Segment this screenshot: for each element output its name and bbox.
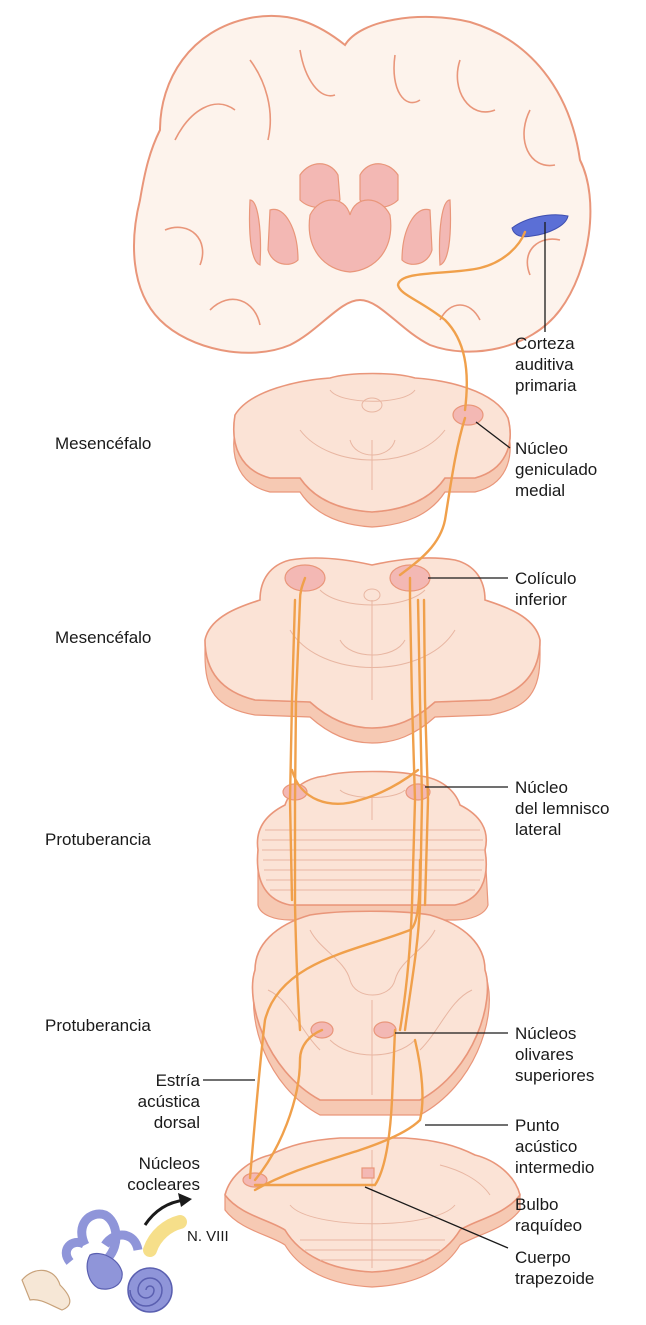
vestibulocochlear-nerve bbox=[150, 1222, 180, 1250]
label-line: acústica bbox=[110, 1091, 200, 1112]
label-line: Punto bbox=[515, 1115, 594, 1136]
label-line: primaria bbox=[515, 375, 576, 396]
label-line: raquídeo bbox=[515, 1215, 582, 1236]
label-line: Estría bbox=[110, 1070, 200, 1091]
label-line: inferior bbox=[515, 589, 576, 610]
label-nucleo-lemnisco-lateral: Núcleo del lemnisco lateral bbox=[515, 777, 610, 840]
label-mesencefalo-upper: Mesencéfalo bbox=[55, 433, 151, 454]
label-mesencefalo-lower: Mesencéfalo bbox=[55, 627, 151, 648]
label-coliculo-inferior: Colículo inferior bbox=[515, 568, 576, 610]
ossicles bbox=[22, 1270, 70, 1310]
label-line: lateral bbox=[515, 819, 610, 840]
mesencephalon-section-upper bbox=[234, 374, 510, 528]
superior-olivary-nucleus-right bbox=[374, 1022, 396, 1038]
label-line: medial bbox=[515, 480, 597, 501]
label-line: olivares bbox=[515, 1044, 594, 1065]
label-line: Núcleos bbox=[105, 1153, 200, 1174]
label-line: Colículo bbox=[515, 568, 576, 589]
label-punto-acustico-intermedio: Punto acústico intermedio bbox=[515, 1115, 594, 1178]
label-line: acústico bbox=[515, 1136, 594, 1157]
label-cuerpo-trapezoide: Cuerpo trapezoide bbox=[515, 1247, 594, 1289]
label-line: Corteza bbox=[515, 333, 576, 354]
medial-geniculate-nucleus bbox=[453, 405, 483, 425]
label-line: del lemnisco bbox=[515, 798, 610, 819]
medulla-midline-structure bbox=[362, 1168, 374, 1178]
label-line: Núcleos bbox=[515, 1023, 594, 1044]
label-protuberancia-upper: Protuberancia bbox=[45, 829, 151, 850]
label-line: geniculado bbox=[515, 459, 597, 480]
label-line: cocleares bbox=[105, 1174, 200, 1195]
label-corteza-auditiva-primaria: Corteza auditiva primaria bbox=[515, 333, 576, 396]
label-line: trapezoide bbox=[515, 1268, 594, 1289]
label-line: dorsal bbox=[110, 1112, 200, 1133]
label-line: Bulbo bbox=[515, 1194, 582, 1215]
label-protuberancia-lower: Protuberancia bbox=[45, 1015, 151, 1036]
vestibule bbox=[87, 1254, 122, 1290]
brain-coronal-section bbox=[134, 16, 590, 353]
label-nucleos-olivares-superiores: Núcleos olivares superiores bbox=[515, 1023, 594, 1086]
label-line: superiores bbox=[515, 1065, 594, 1086]
mesencephalon-section-lower bbox=[205, 558, 540, 743]
label-nucleo-geniculado-medial: Núcleo geniculado medial bbox=[515, 438, 597, 501]
slab-top bbox=[253, 911, 488, 1100]
label-nervio-viii: N. VIII bbox=[187, 1226, 229, 1247]
label-line: Cuerpo bbox=[515, 1247, 594, 1268]
label-bulbo-raquideo: Bulbo raquídeo bbox=[515, 1194, 582, 1236]
nerve-arrow-head bbox=[178, 1193, 192, 1207]
label-line: intermedio bbox=[515, 1157, 594, 1178]
pons-section-lower bbox=[253, 911, 490, 1115]
label-nucleos-cocleares: Núcleos cocleares bbox=[105, 1153, 200, 1195]
label-line: Núcleo bbox=[515, 777, 610, 798]
label-line: auditiva bbox=[515, 354, 576, 375]
label-estria-acustica-dorsal: Estría acústica dorsal bbox=[110, 1070, 200, 1133]
label-line: Núcleo bbox=[515, 438, 597, 459]
inner-ear-illustration bbox=[22, 1193, 192, 1312]
